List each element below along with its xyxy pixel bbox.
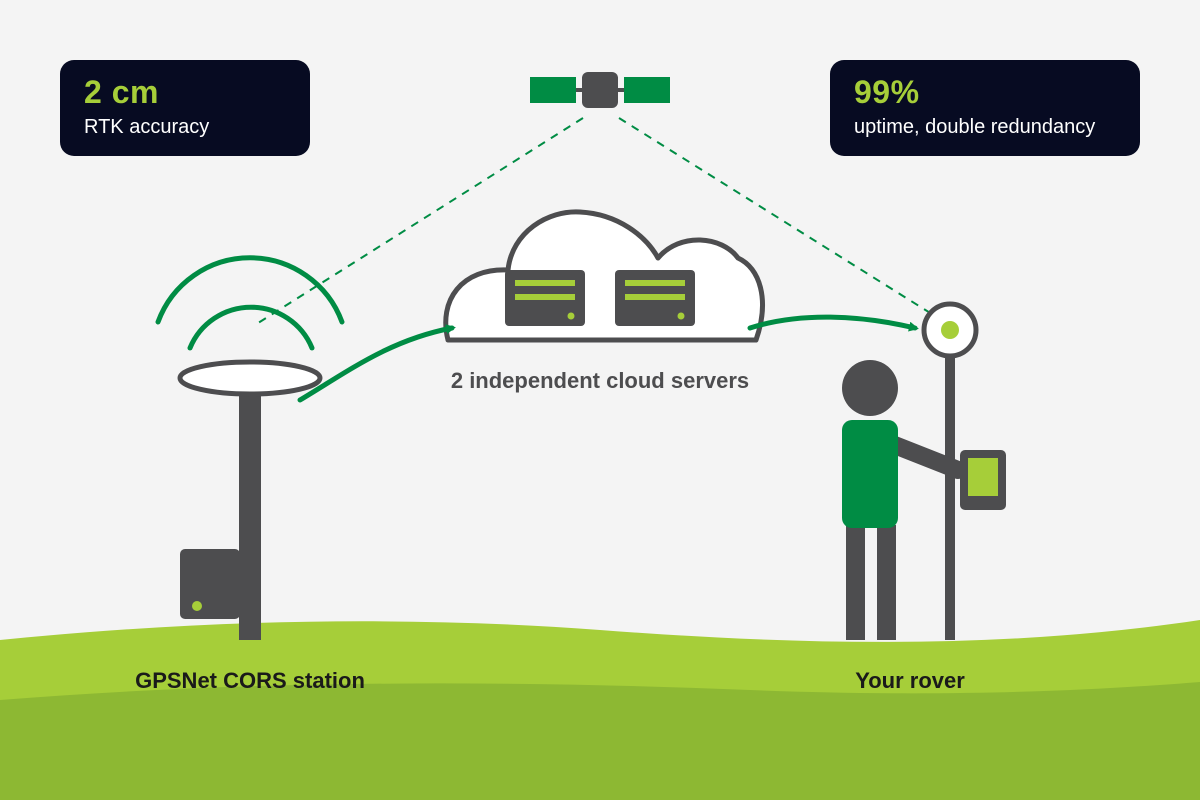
station-caption: GPSNet CORS station	[135, 668, 365, 693]
satellite-icon	[530, 72, 670, 108]
hill-foreground	[0, 682, 1200, 800]
accuracy-stat-card: 2 cm RTK accuracy	[60, 60, 310, 156]
satellite-signal-to-rover	[618, 117, 936, 317]
server-icon	[615, 270, 695, 326]
cloud-caption: 2 independent cloud servers	[450, 368, 750, 393]
data-flow-arrow-cloud-to-rover	[747, 314, 919, 332]
accuracy-value: 2 cm	[84, 74, 159, 110]
rover-caption: Your rover	[855, 668, 965, 693]
person-icon	[842, 360, 967, 640]
uptime-value: 99%	[854, 74, 920, 110]
receiver-box-icon	[180, 549, 240, 619]
signal-waves-icon	[155, 255, 345, 351]
server-icon	[505, 270, 585, 326]
rover-antenna-dot	[941, 321, 959, 339]
antenna-icon	[177, 359, 323, 397]
station-mast	[239, 392, 261, 640]
uptime-label: uptime, double redundancy	[854, 116, 1096, 138]
tablet-icon	[960, 450, 1006, 510]
rover-pole-icon	[945, 350, 955, 640]
accuracy-label: RTK accuracy	[84, 116, 210, 138]
uptime-stat-card: 99% uptime, double redundancy	[830, 60, 1140, 156]
cloud-icon	[443, 209, 765, 343]
data-flow-arrow-station-to-cloud	[297, 324, 456, 403]
satellite-signal-to-station	[254, 117, 584, 326]
